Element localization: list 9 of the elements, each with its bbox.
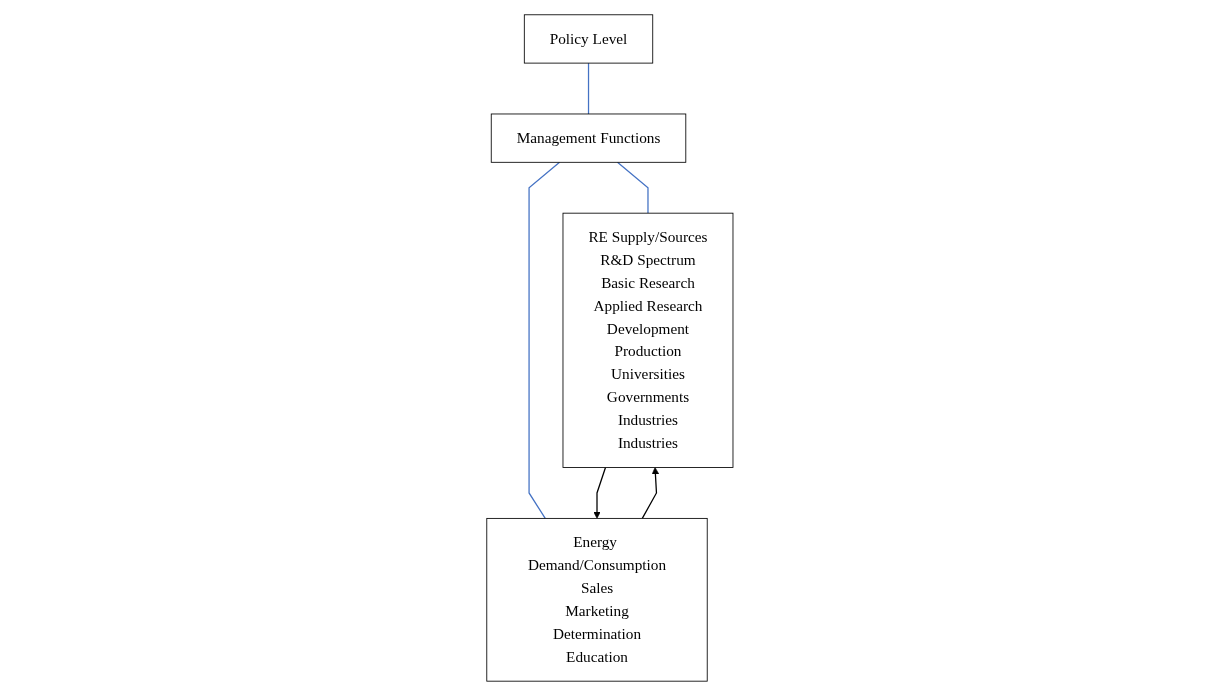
arrow: [641, 467, 659, 520]
connector: [587, 62, 589, 115]
node-box: Management Functions: [490, 113, 686, 163]
connector: [616, 161, 649, 214]
connector: [528, 161, 560, 520]
node-box: RE Supply/Sources R&D Spectrum Basic Research Applied Research Development Production Universities Governments Industries Industries: [562, 212, 733, 468]
node-box: Energy Demand/Consumption Sales Marketing Determination Education: [485, 517, 708, 682]
node-box: Policy Level: [523, 14, 653, 64]
arrow: [592, 466, 606, 519]
